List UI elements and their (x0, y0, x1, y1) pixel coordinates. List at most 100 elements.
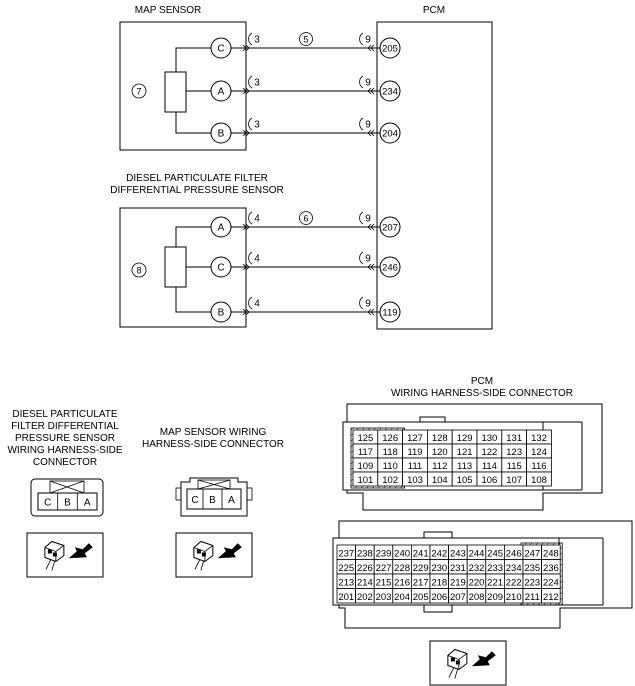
pcm-side-chevron-icon (367, 87, 375, 95)
pcm-pin-119: 119 (402, 443, 428, 459)
svg-text:248: 248 (543, 549, 559, 560)
svg-text:241: 241 (413, 549, 429, 560)
pcm-pin-246: 246 (503, 544, 524, 560)
pcm-pin-221: 221 (485, 573, 505, 589)
svg-text:243: 243 (450, 549, 466, 560)
pcm-pin-118: 118 (377, 443, 403, 459)
sensor-side-chevron-icon (242, 308, 250, 316)
svg-text:239: 239 (376, 549, 392, 560)
pcm-terminal-circle (379, 216, 401, 238)
sensor-terminal-label: B (218, 308, 225, 319)
pcm-pin-112: 112 (426, 457, 453, 473)
svg-text:213: 213 (338, 578, 354, 589)
dpf-connector-face: C B A (30, 478, 104, 517)
pcm-pin-237: 237 (336, 544, 357, 560)
pcm-pin-105: 105 (451, 471, 478, 487)
svg-text:110: 110 (383, 461, 398, 472)
plug-icon-frame (175, 532, 253, 578)
pcm-pin-226: 226 (355, 559, 375, 575)
pcm-pin-114: 114 (476, 457, 503, 473)
pcm-pin-209: 209 (485, 588, 505, 604)
svg-text:234: 234 (506, 563, 522, 574)
plug-wires (448, 667, 459, 679)
dpf-sensor-title-line2: DIFFERENTIAL PRESSURE SENSOR (110, 185, 284, 196)
pcm-pin-109: 109 (352, 457, 379, 473)
pcm-connector-callout: 9 (359, 211, 371, 225)
svg-text:206: 206 (431, 592, 447, 603)
pcm-terminal-circle (379, 256, 401, 278)
svg-text:247: 247 (524, 549, 540, 560)
pcm-pin-208: 208 (466, 588, 487, 604)
pcm-pin-215: 215 (373, 573, 394, 589)
svg-text:132: 132 (531, 433, 547, 444)
svg-text:212: 212 (543, 592, 559, 603)
sensor-terminal-circle (210, 301, 232, 323)
svg-text:109: 109 (357, 461, 373, 472)
sensor-side-chevron-icon (242, 87, 250, 95)
svg-text:232: 232 (469, 563, 485, 574)
map-ref-callout: 7 (131, 83, 147, 99)
pcm-pin-225: 225 (336, 559, 357, 575)
pcm-pin-212: 212 (541, 588, 561, 604)
pcm-pin-213: 213 (336, 573, 357, 589)
sensor-connector-callout: 4 (248, 211, 260, 225)
pcm-pin-104: 104 (426, 471, 453, 487)
pcm-pin-126: 126 (377, 429, 403, 445)
plug-wires (194, 559, 205, 571)
svg-text:242: 242 (431, 549, 447, 560)
sensor-connector-callout: 4 (248, 296, 260, 310)
svg-text:227: 227 (376, 563, 392, 574)
svg-text:118: 118 (383, 447, 398, 458)
svg-text:131: 131 (506, 433, 522, 444)
sensor-terminal-label: A (218, 87, 225, 98)
svg-text:119: 119 (407, 447, 422, 458)
pcm-pin-243: 243 (448, 544, 468, 560)
pcm-pin-232: 232 (466, 559, 487, 575)
svg-text:215: 215 (376, 578, 392, 589)
pcm-pin-125: 125 (352, 429, 379, 445)
pcm-pin-230: 230 (429, 559, 450, 575)
pcm-title: PCM (423, 5, 445, 16)
pcm-pin-123: 123 (501, 443, 527, 459)
plug-wires (45, 559, 56, 571)
pcm-pin-130: 130 (476, 429, 503, 445)
dpf-cell-1: C (44, 498, 51, 509)
view-arrow-icon (217, 543, 242, 559)
pcm-pin-228: 228 (392, 559, 412, 575)
svg-text:104: 104 (432, 475, 448, 486)
pcm-pin-233: 233 (485, 559, 505, 575)
pcm-pin-129: 129 (451, 429, 478, 445)
svg-text:240: 240 (394, 549, 410, 560)
svg-text:204: 204 (394, 592, 410, 603)
pcm-pin-223: 223 (522, 573, 543, 589)
svg-text:9: 9 (365, 120, 371, 131)
pcm-terminal-label: 207 (382, 223, 398, 234)
pcm-connector-callout: 9 (359, 32, 371, 46)
pcm-pin-120: 120 (426, 443, 453, 459)
pcm-pin-224: 224 (541, 573, 561, 589)
pcm-pin-103: 103 (402, 471, 428, 487)
pcm-pin-245: 245 (485, 544, 505, 560)
svg-text:207: 207 (450, 592, 466, 603)
pcm-pin-220: 220 (466, 573, 487, 589)
map-sensor-title: MAP SENSOR (135, 5, 202, 16)
plug-body (193, 540, 214, 563)
pcm-pin-242: 242 (429, 544, 450, 560)
pcm-pin-128: 128 (426, 429, 453, 445)
pcm-connector-callout: 9 (359, 75, 371, 89)
svg-text:222: 222 (506, 578, 522, 589)
svg-text:111: 111 (408, 461, 422, 472)
svg-text:238: 238 (357, 549, 373, 560)
plug-view-direction-icon (175, 532, 253, 578)
map-cell-1: C (191, 495, 198, 506)
pcm-pin-101: 101 (352, 471, 379, 487)
svg-text:225: 225 (338, 563, 354, 574)
dpf-cell-3: A (84, 498, 91, 509)
pcm-pin-214: 214 (355, 573, 375, 589)
svg-text:214: 214 (357, 578, 373, 589)
pcm-pin-236: 236 (541, 559, 561, 575)
